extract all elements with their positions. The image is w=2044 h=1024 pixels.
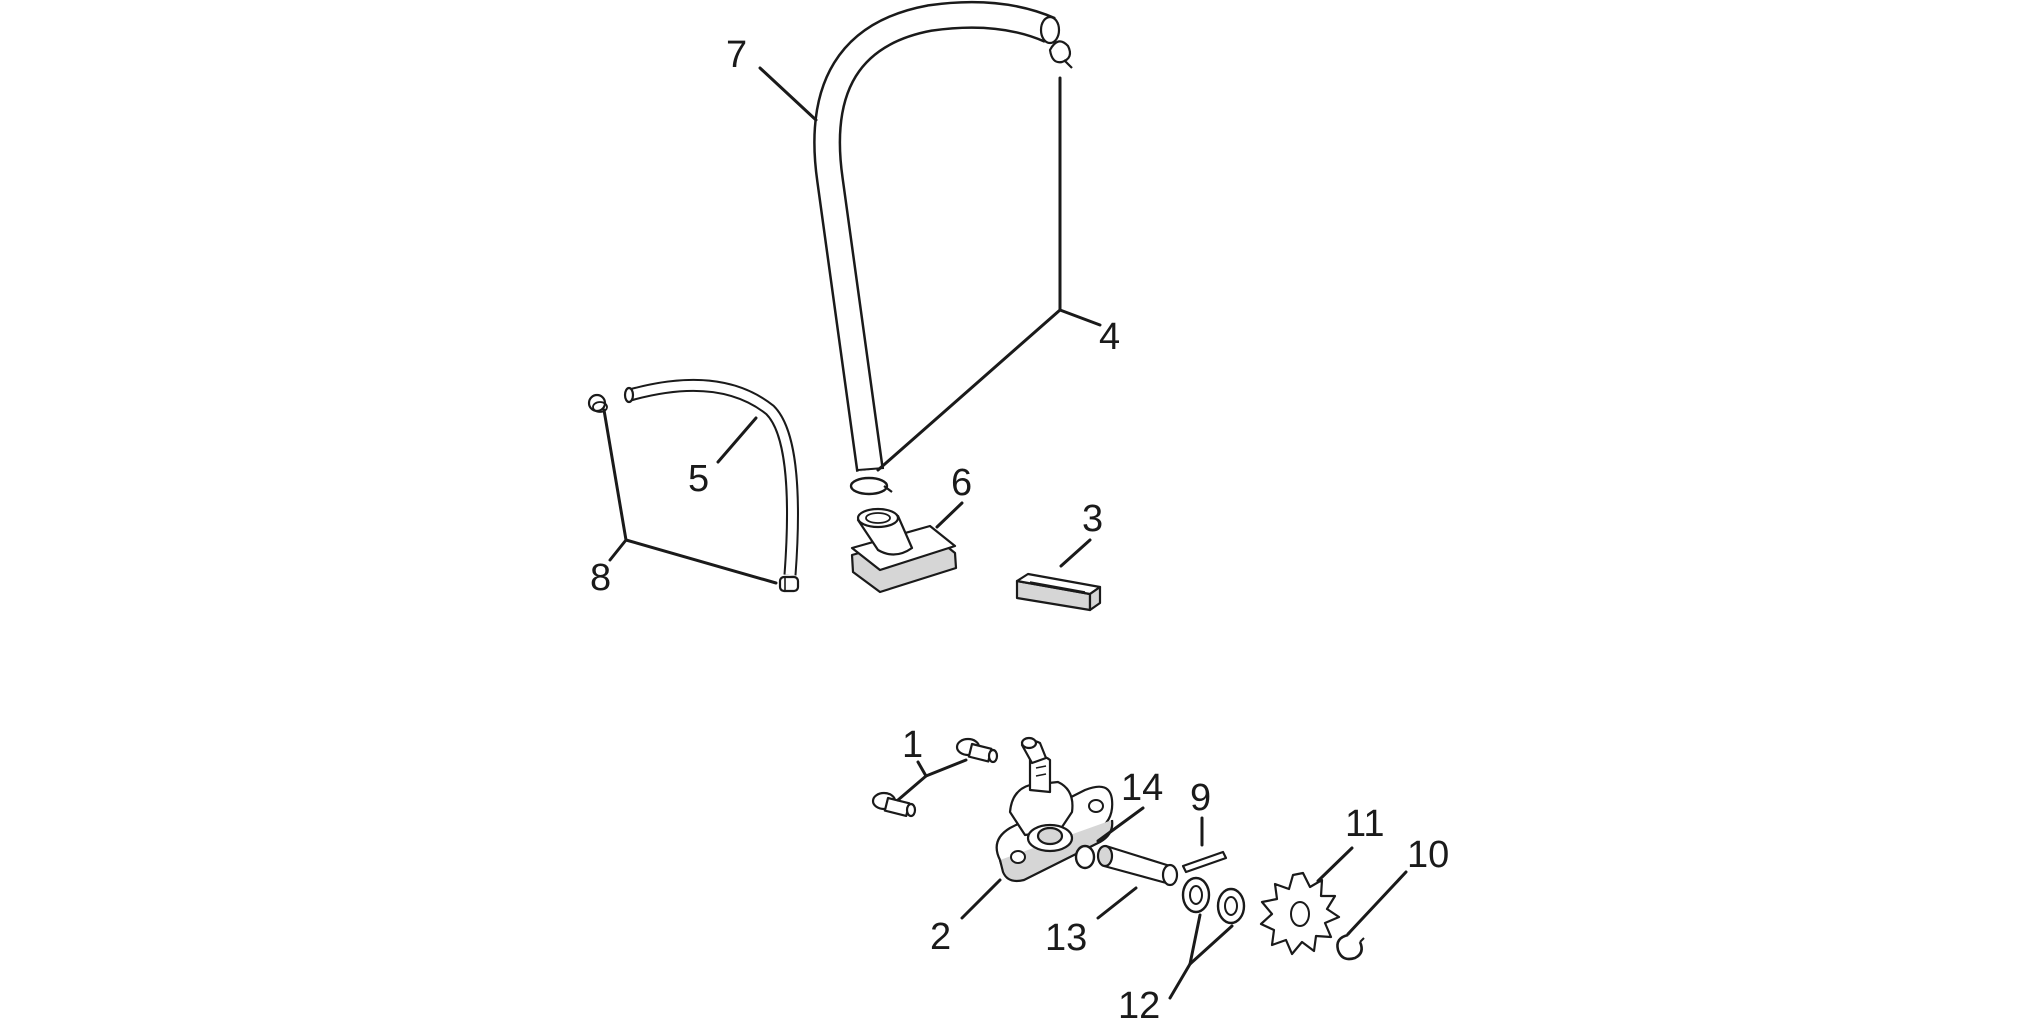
callout-7: 7 [726, 34, 747, 76]
leader-13 [1096, 886, 1138, 920]
leader-7 [758, 66, 818, 122]
part-12-washer-front [1181, 876, 1211, 914]
leader-12-stem [1168, 962, 1192, 1000]
part-8-clip-top [587, 393, 608, 413]
leader-1-stem [916, 760, 928, 778]
part-7-oil-hose [813, 0, 1061, 472]
leader-5 [716, 416, 758, 464]
part-3-gasket [1015, 572, 1102, 612]
leader-10 [1346, 870, 1408, 936]
leader-12-b [1188, 924, 1234, 966]
callout-13: 13 [1045, 917, 1087, 959]
leader-8-label [608, 538, 628, 562]
leader-8-bottom [624, 538, 778, 585]
callout-6: 6 [951, 462, 972, 504]
part-10-circlip [1336, 929, 1365, 961]
callout-12: 12 [1118, 985, 1160, 1024]
leader-14 [1096, 806, 1145, 843]
part-4-hose-clamp-bottom [849, 476, 893, 496]
callout-3: 3 [1082, 498, 1103, 540]
leader-2 [960, 878, 1002, 920]
callout-labels: 7 4 5 6 3 8 1 2 14 9 13 12 11 10 [590, 34, 1449, 1024]
part-12-washer-back [1216, 887, 1246, 925]
leader-4-bottom [876, 308, 1062, 472]
leader-lines [602, 66, 1408, 1000]
leader-1-upper [924, 758, 968, 778]
part-1-screw-lower [871, 791, 917, 818]
callout-4: 4 [1099, 316, 1120, 358]
leader-1-lower [896, 774, 928, 802]
part-2-oil-pump [995, 736, 1114, 883]
part-8-clip-bottom [778, 575, 800, 593]
callout-14: 14 [1121, 767, 1163, 809]
leader-12-a [1188, 913, 1202, 966]
part-9-pin [1181, 850, 1228, 874]
part-5-thin-hose [623, 378, 799, 576]
callout-8: 8 [590, 557, 611, 599]
part-11-sprocket [1259, 871, 1341, 956]
callout-2: 2 [930, 916, 951, 958]
leader-11 [1316, 846, 1354, 883]
leader-6 [935, 501, 964, 529]
callout-5: 5 [688, 458, 709, 500]
part-13-shaft [1096, 844, 1179, 887]
leader-8-top [602, 408, 628, 542]
callout-9: 9 [1190, 777, 1211, 819]
part-14-o-ring [1074, 844, 1096, 870]
callout-1: 1 [902, 724, 923, 766]
part-1-screw-upper [955, 737, 999, 764]
leader-3 [1059, 538, 1092, 568]
leader-4-label [1058, 308, 1102, 327]
callout-10: 10 [1407, 834, 1449, 876]
part-6-oil-strainer [850, 507, 958, 594]
part-4-hose-clamp-top [1048, 40, 1073, 69]
callout-11: 11 [1345, 803, 1384, 845]
